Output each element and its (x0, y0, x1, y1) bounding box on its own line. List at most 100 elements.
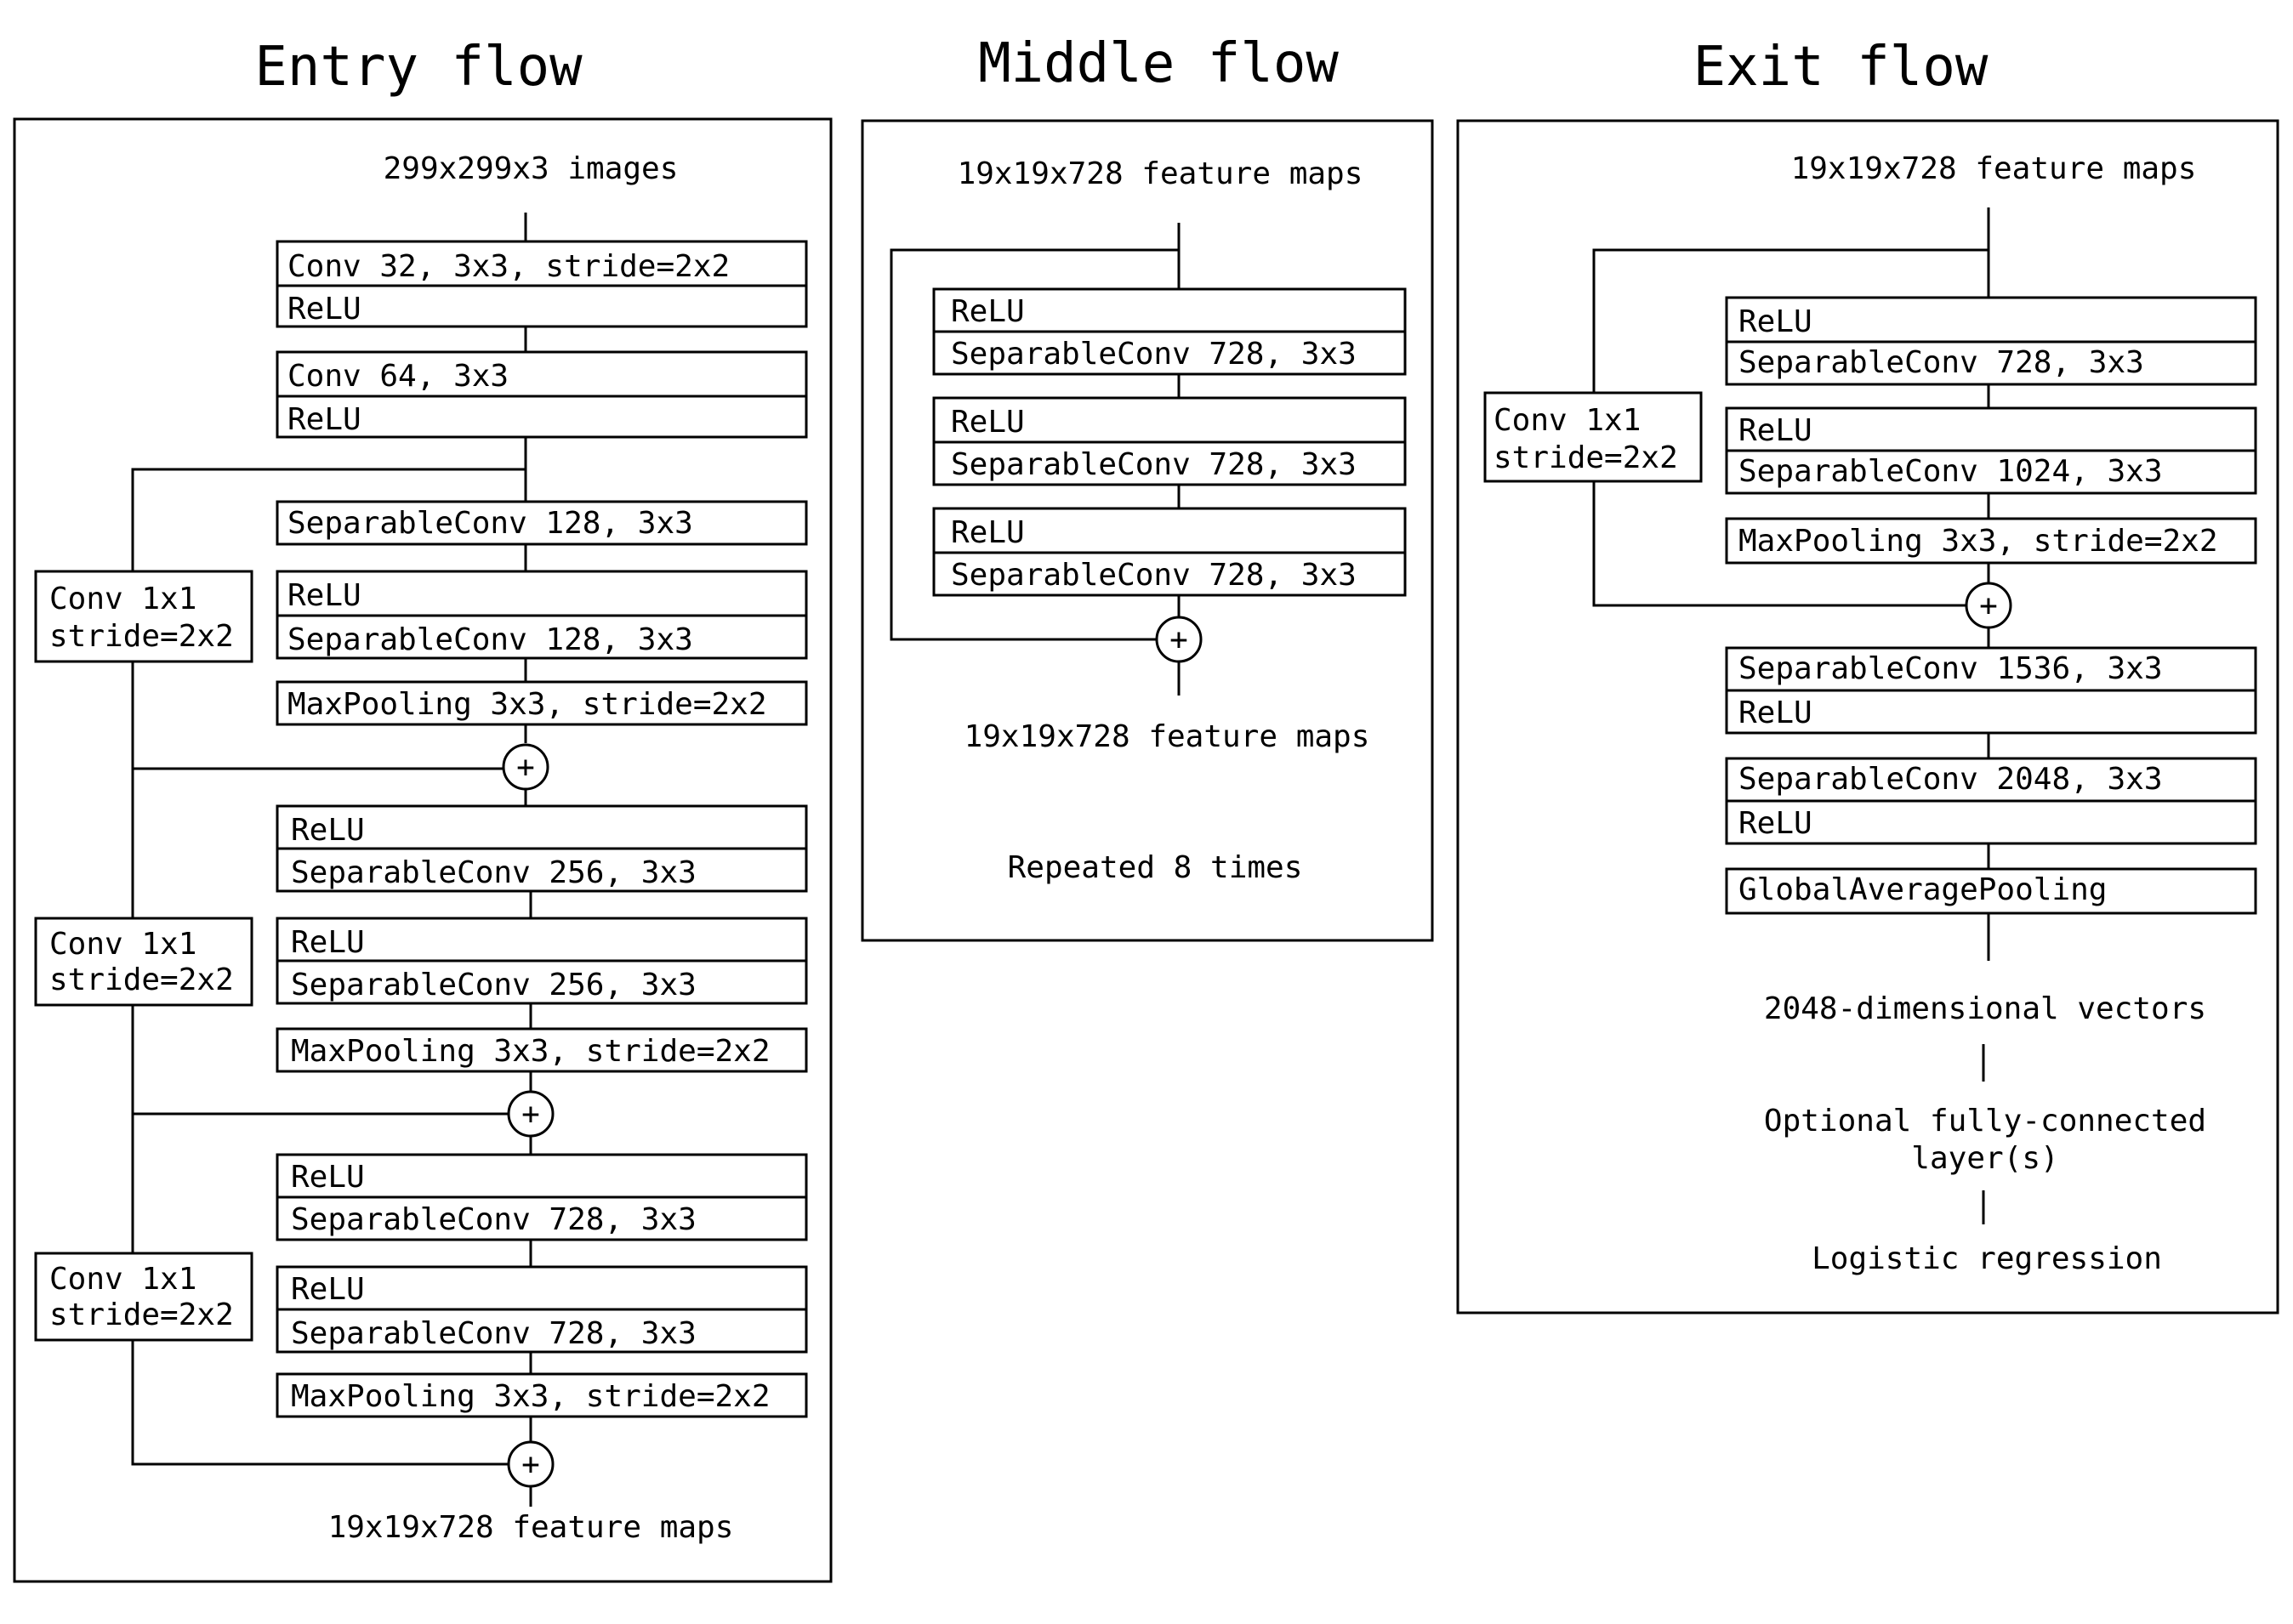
block-label: Conv 64, 3x3 (287, 359, 509, 394)
block-label: ReLU (1738, 413, 1812, 448)
add-node: + (1965, 582, 2012, 629)
skip-conv-block: Conv 1x1 stride=2x2 (34, 570, 253, 663)
block-label: Conv 1x1 (1494, 403, 1641, 438)
add-node: + (1155, 616, 1203, 663)
add-node: + (507, 1440, 555, 1488)
add-node: + (507, 1090, 555, 1138)
block-label: SeparableConv 1536, 3x3 (1738, 651, 2163, 686)
maxpool-block: MaxPooling 3x3, stride=2x2 (276, 1027, 808, 1073)
block-label: ReLU (287, 402, 361, 437)
block-label: ReLU (287, 292, 361, 327)
entry-flow-title: Entry flow (254, 36, 583, 99)
block-label: Conv 1x1 (49, 1262, 196, 1297)
block-label: ReLU (1738, 304, 1812, 339)
plus-sign: + (516, 750, 535, 785)
exit-input-label: 19x19x728 feature maps (1791, 151, 2197, 186)
entry-flow-panel: Entry flow 299x299x3 images Conv (13, 36, 833, 1583)
maxpool-block: MaxPooling 3x3, stride=2x2 (276, 1372, 808, 1418)
repeat-note: Repeated 8 times (1008, 850, 1303, 885)
exit-flow-frame (1456, 119, 2279, 1315)
relu-sepconv256-block: ReLU SeparableConv 256, 3x3 (276, 804, 808, 893)
block-label: stride=2x2 (49, 619, 234, 654)
middle-input-label: 19x19x728 feature maps (958, 156, 1363, 191)
block-label: SeparableConv 256, 3x3 (291, 968, 697, 1002)
entry-output-label: 19x19x728 feature maps (328, 1510, 734, 1545)
relu-sepconv728-block: ReLU SeparableConv 728, 3x3 (932, 507, 1407, 597)
block-label: ReLU (1738, 806, 1812, 841)
block-label: GlobalAveragePooling (1738, 872, 2107, 907)
block-label: MaxPooling 3x3, stride=2x2 (291, 1034, 771, 1069)
block-label: ReLU (951, 294, 1025, 329)
block-label: SeparableConv 256, 3x3 (291, 855, 697, 890)
relu-sepconv256-block: ReLU SeparableConv 256, 3x3 (276, 917, 808, 1005)
block-label: SeparableConv 728, 3x3 (951, 337, 1357, 372)
block-label: MaxPooling 3x3, stride=2x2 (287, 687, 767, 722)
relu-sepconv728-block: ReLU SeparableConv 728, 3x3 (276, 1153, 808, 1241)
middle-flow-panel: Middle flow 19x19x728 feature maps ReLU … (861, 32, 1434, 942)
sepconv2048-relu-block: SeparableConv 2048, 3x3 ReLU (1725, 757, 2257, 845)
block-label: SeparableConv 128, 3x3 (287, 622, 693, 657)
block-label: ReLU (291, 1272, 365, 1307)
block-label: SeparableConv 128, 3x3 (287, 506, 693, 541)
block-label: MaxPooling 3x3, stride=2x2 (291, 1379, 771, 1414)
relu-sepconv128-block: ReLU SeparableConv 128, 3x3 (276, 570, 808, 660)
plus-sign: + (521, 1097, 540, 1132)
entry-flow-frame (13, 117, 833, 1583)
skip-conv-block: Conv 1x1 stride=2x2 (34, 1252, 253, 1342)
block-label: Conv 1x1 (49, 582, 196, 616)
block-label: SeparableConv 728, 3x3 (291, 1316, 697, 1351)
sepconv128-block: SeparableConv 128, 3x3 (276, 500, 808, 546)
block-label: stride=2x2 (49, 962, 234, 997)
block-label: ReLU (951, 405, 1025, 440)
vectors-label: 2048-dimensional vectors (1764, 991, 2206, 1026)
exit-flow-panel: Exit flow 19x19x728 feature maps ReLU Se… (1456, 36, 2279, 1315)
plus-sign: + (521, 1447, 540, 1482)
skip-connection (131, 1340, 509, 1466)
maxpool-block: MaxPooling 3x3, stride=2x2 (1725, 517, 2257, 565)
relu-sepconv728-block: ReLU SeparableConv 728, 3x3 (932, 287, 1407, 376)
block-label: Conv 1x1 (49, 927, 196, 962)
block-label: SeparableConv 728, 3x3 (291, 1202, 697, 1237)
skip-conv-block: Conv 1x1 stride=2x2 (34, 917, 253, 1007)
block-label: SeparableConv 1024, 3x3 (1738, 454, 2163, 489)
block-label: SeparableConv 728, 3x3 (951, 447, 1357, 482)
block-label: Conv 32, 3x3, stride=2x2 (287, 249, 730, 284)
block-label: stride=2x2 (49, 1297, 234, 1332)
block-label: SeparableConv 728, 3x3 (951, 558, 1357, 593)
maxpool-block: MaxPooling 3x3, stride=2x2 (276, 680, 808, 726)
relu-sepconv728-block: ReLU SeparableConv 728, 3x3 (932, 396, 1407, 486)
middle-output-label: 19x19x728 feature maps (964, 719, 1370, 754)
block-label: stride=2x2 (1494, 440, 1678, 475)
add-node: + (502, 743, 549, 791)
plus-sign: + (1169, 622, 1188, 657)
sepconv1536-relu-block: SeparableConv 1536, 3x3 ReLU (1725, 646, 2257, 735)
block-label: ReLU (951, 515, 1025, 550)
block-label: ReLU (291, 925, 365, 960)
block-label: ReLU (287, 578, 361, 613)
block-label: ReLU (1738, 696, 1812, 730)
plus-sign: + (1979, 588, 1998, 623)
relu-sepconv728-block: ReLU SeparableConv 728, 3x3 (276, 1265, 808, 1354)
conv32-block: Conv 32, 3x3, stride=2x2 ReLU (276, 240, 808, 328)
middle-flow-title: Middle flow (978, 32, 1339, 95)
skip-connection (1592, 481, 1966, 607)
block-label: MaxPooling 3x3, stride=2x2 (1738, 524, 2218, 559)
middle-flow-frame (861, 119, 1434, 942)
block-label: ReLU (291, 813, 365, 848)
relu-sepconv728-block: ReLU SeparableConv 728, 3x3 (1725, 296, 2257, 386)
skip-connection (1592, 248, 1989, 393)
exit-flow-title: Exit flow (1693, 36, 1989, 99)
block-label: SeparableConv 2048, 3x3 (1738, 762, 2163, 797)
skip-connection (890, 248, 1179, 641)
fc-label-line1: Optional fully-connected (1764, 1104, 2206, 1139)
logistic-label: Logistic regression (1812, 1241, 2162, 1276)
block-label: ReLU (291, 1160, 365, 1195)
block-label: SeparableConv 728, 3x3 (1738, 345, 2144, 380)
relu-sepconv1024-block: ReLU SeparableConv 1024, 3x3 (1725, 406, 2257, 495)
global-average-pooling-block: GlobalAveragePooling (1725, 867, 2257, 915)
entry-input-label: 299x299x3 images (384, 151, 679, 186)
fc-label-line2: layer(s) (1911, 1141, 2058, 1176)
skip-conv-block: Conv 1x1 stride=2x2 (1483, 391, 1703, 483)
conv64-block: Conv 64, 3x3 ReLU (276, 350, 808, 439)
